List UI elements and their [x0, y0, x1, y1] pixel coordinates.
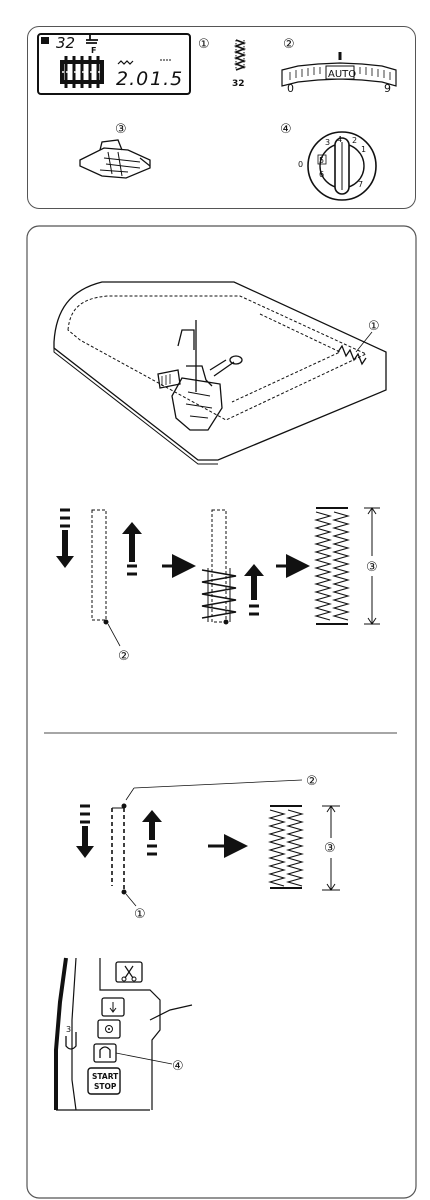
callout-2: ② — [283, 37, 295, 52]
dial-number-4: 1 — [361, 145, 366, 154]
buttonhole-stitch-short — [267, 805, 305, 889]
lcd-length-value: 1.5 — [150, 68, 183, 90]
width-icon — [117, 60, 134, 65]
tension-min-label: 0 — [287, 82, 294, 95]
lock-stitch-icon — [105, 1025, 113, 1033]
buttonhole-foot-icon — [65, 1032, 77, 1050]
callout-1: ① — [198, 37, 210, 52]
lcd-width-value: 2.0 — [116, 68, 149, 90]
instruction-panel — [26, 225, 417, 1199]
start-stop-button[interactable]: START STOP — [87, 1067, 121, 1095]
up-arrow-icon — [122, 522, 142, 576]
reverse-steps-diagram — [76, 779, 340, 907]
presser-foot-icon: F — [86, 35, 98, 55]
dial-number-3: 3 — [325, 138, 330, 147]
up-arrow-icon-3 — [142, 810, 162, 856]
fabric-sewing-illustration — [53, 281, 387, 465]
needle-up-down-button[interactable] — [101, 997, 125, 1017]
stitch-pattern-icon: 32 — [232, 39, 247, 89]
lcd-foot-letter: F — [91, 46, 96, 55]
callout-4: ④ — [280, 122, 292, 137]
down-arrow-icon-3 — [76, 804, 94, 858]
lcd-display: 32 F 2.0 1.5 — [37, 33, 191, 95]
dial-side-number: 0 — [298, 160, 303, 169]
dial-number-6: 6 — [319, 170, 324, 179]
start-label: START — [92, 1072, 119, 1081]
stop-label: STOP — [94, 1082, 117, 1091]
stitch-selector-dial: 4 2 3 1 5 6 7 0 — [298, 131, 377, 201]
memory-icon — [41, 37, 49, 44]
lock-stitch-button[interactable] — [97, 1019, 121, 1039]
reverse-button[interactable] — [93, 1043, 117, 1063]
length-callout: ③ — [366, 560, 378, 575]
fabric-callout: ① — [368, 319, 380, 334]
lcd-pattern-number: 32 — [56, 34, 75, 52]
reverse-button-callout: ④ — [172, 1059, 184, 1074]
scissors-icon — [124, 965, 134, 979]
dial-boxed-number: 5 — [319, 156, 324, 165]
tension-auto-label: AUTO — [328, 69, 356, 80]
lcd-stitch-pattern-icon — [60, 56, 104, 88]
down-arrow-icon — [56, 508, 74, 568]
thread-cutter-button[interactable] — [115, 961, 143, 983]
reverse-point-callout: ② — [306, 774, 318, 789]
reverse-icon — [99, 1046, 111, 1058]
tension-max-label: 9 — [384, 82, 391, 95]
machine-control-panel: 3 — [54, 957, 193, 1111]
stitching-steps-diagram: ② — [56, 507, 380, 664]
dial-number-2: 2 — [352, 136, 357, 145]
satin-stitch-foot-illustration — [79, 139, 151, 179]
stitch-pattern-number: 32 — [232, 79, 245, 89]
start-point-callout-2: ① — [134, 907, 146, 922]
needle-icon — [109, 1002, 117, 1013]
thread-tension-dial: AUTO 0 9 — [281, 52, 397, 95]
dial-number-1: 4 — [337, 135, 342, 144]
up-arrow-icon-2 — [244, 564, 264, 616]
callout-3: ③ — [115, 122, 127, 137]
foot-number-label: 3 — [66, 1025, 71, 1034]
start-point-callout: ② — [118, 649, 130, 664]
dial-number-7: 7 — [358, 180, 363, 189]
buttonhole-stitch-full — [313, 507, 351, 625]
settings-panel — [27, 26, 416, 209]
length-callout-2: ③ — [324, 841, 336, 856]
